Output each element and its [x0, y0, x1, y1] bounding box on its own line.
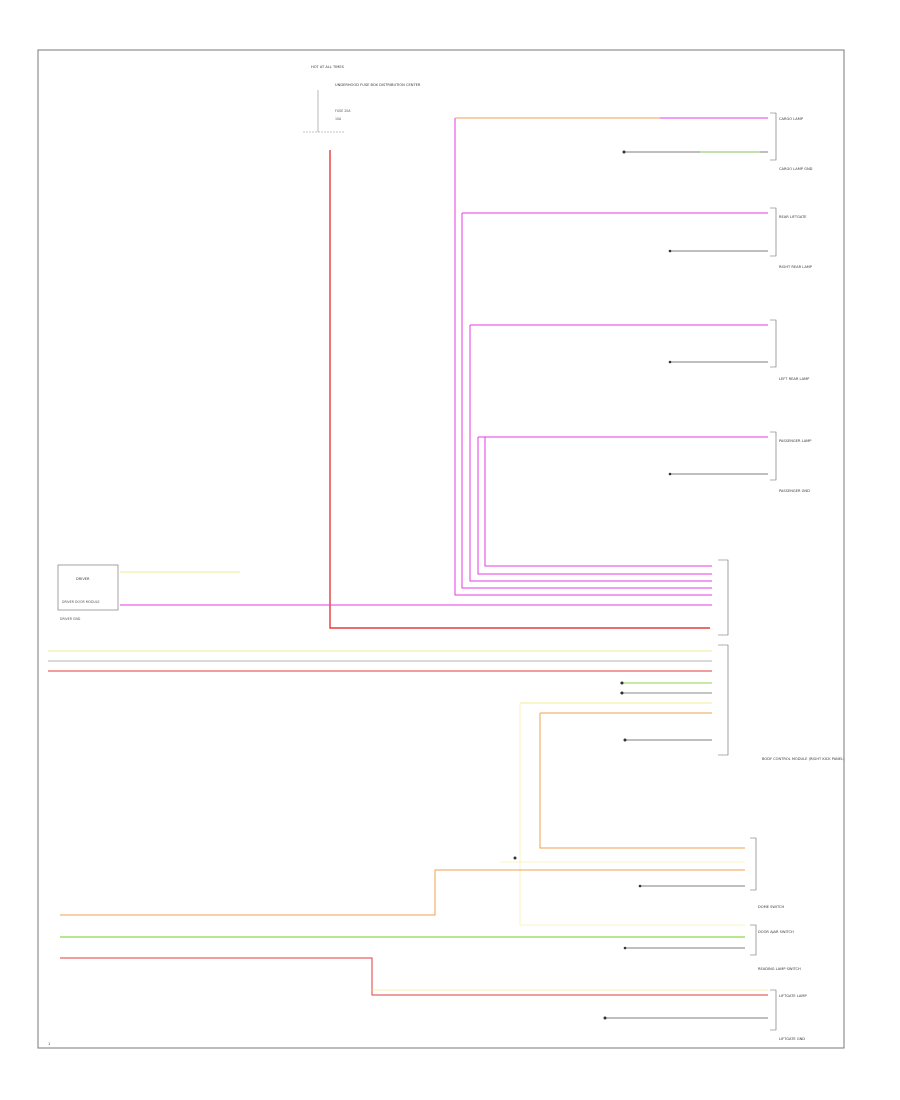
- power-source: HOT AT ALL TIMES UNDERHOOD FUSE BOX DIST…: [303, 65, 421, 133]
- cargo-lamp-ground-label: CARGO LAMP GND: [779, 167, 813, 171]
- fuse-amp-label: 10A: [335, 117, 342, 121]
- diagram-frame: [37, 49, 845, 1049]
- liftgate-lamp-label: LIFTGATE LAMP: [779, 994, 807, 998]
- page-number: 1: [48, 1042, 50, 1046]
- splice-dot: [668, 472, 672, 476]
- door-ajar-switch-label: DOOR AJAR SWITCH: [758, 930, 794, 934]
- lower-wires: [60, 703, 768, 996]
- passenger-ground-label: PASSENGER GND: [779, 489, 810, 493]
- passenger-lamp-label: PASSENGER LAMP: [779, 439, 812, 443]
- splice-dot: [623, 738, 627, 742]
- cargo-lamp-label: CARGO LAMP: [779, 117, 804, 121]
- splice-dot: [620, 681, 624, 685]
- driver-door-module: DRIVER DRIVER DOOR MODULE DRIVER GND: [57, 564, 119, 621]
- rear-liftgate-label: REAR LIFTGATE: [779, 215, 807, 219]
- splice-dot: [623, 946, 627, 950]
- wire-pink-branches: [120, 117, 768, 606]
- splice-dot: [603, 1016, 607, 1020]
- splice-dot: [668, 360, 672, 364]
- splice-dot: [622, 150, 626, 154]
- splice-dot: [638, 884, 642, 888]
- hot-label: HOT AT ALL TIMES: [311, 65, 345, 69]
- fuse-block-label: UNDERHOOD FUSE BOX DISTRIBUTION CENTER: [335, 83, 421, 87]
- wire-red-main: [329, 150, 710, 629]
- left-horizontal-wires: [48, 650, 712, 714]
- splice-dot: [620, 691, 624, 695]
- reading-lamp-switch-label: READING LAMP SWITCH: [758, 967, 801, 971]
- driver-ground-label: DRIVER GND: [60, 617, 81, 621]
- driver-label: DRIVER: [76, 577, 90, 581]
- body-control-module-label: BODY CONTROL MODULE (RIGHT KICK PANEL): [762, 757, 845, 761]
- left-rear-lamp-label: LEFT REAR LAMP: [779, 377, 810, 381]
- module-ground-legs: [605, 151, 768, 1019]
- splice-dots: [513, 150, 672, 1020]
- splice-dot: [513, 856, 517, 860]
- dome-switch-label: DOME SWITCH: [758, 905, 784, 909]
- fuse-ref-label: FUSE 20A: [335, 109, 351, 113]
- liftgate-ground-label: LIFTGATE GND: [779, 1037, 805, 1041]
- driver-door-module-label: DRIVER DOOR MODULE: [62, 600, 100, 604]
- right-rear-lamp-label: RIGHT REAR LAMP: [779, 265, 813, 269]
- splice-dot: [668, 249, 672, 253]
- component-brackets: [718, 112, 777, 1031]
